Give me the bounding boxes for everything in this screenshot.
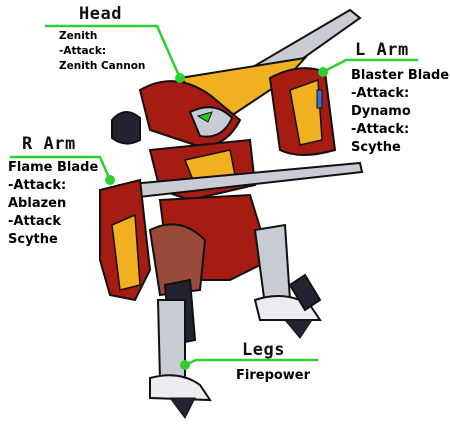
head-line-2: -Attack: — [59, 45, 107, 57]
head-line-3: Zenith Cannon — [59, 60, 146, 72]
rarm-line-4: -Attack — [8, 214, 62, 229]
rarm-line-2: -Attack: — [8, 178, 67, 193]
larm-title: L Arm — [355, 40, 409, 60]
larm-line-4: -Attack: — [351, 122, 410, 137]
larm-line-1: Blaster Blade — [351, 68, 450, 83]
head-line-1: Zenith — [59, 30, 98, 42]
legs-line-1: Firepower — [236, 368, 311, 383]
rarm-line-5: Scythe — [8, 232, 58, 247]
rarm-line-1: Flame Blade — [8, 160, 99, 175]
head-title: Head — [79, 4, 122, 24]
larm-line-3: Dynamo — [351, 104, 411, 119]
rarm-title: R Arm — [22, 134, 76, 154]
larm-line-2: -Attack: — [351, 86, 410, 101]
rarm-line-3: Ablazen — [8, 196, 67, 211]
legs-title: Legs — [242, 340, 285, 360]
larm-line-5: Scythe — [351, 140, 401, 155]
